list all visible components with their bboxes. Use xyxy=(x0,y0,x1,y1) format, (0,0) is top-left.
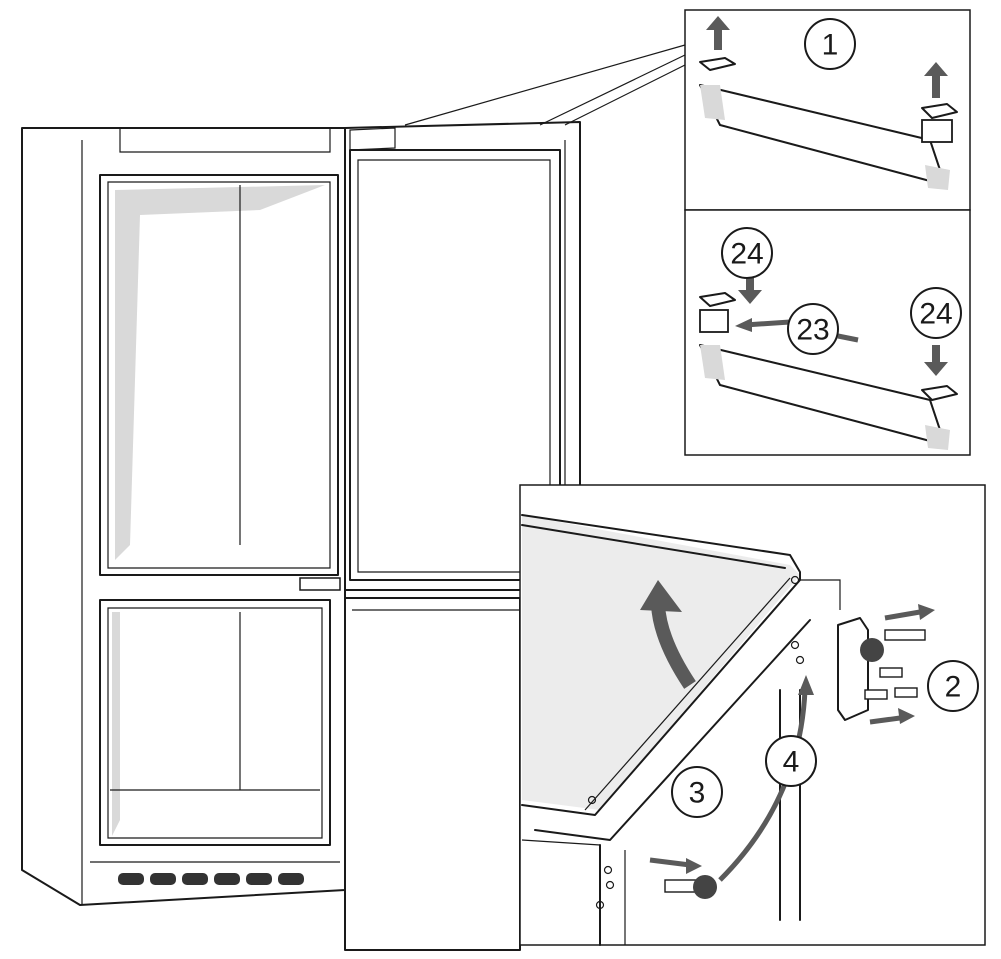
callout-2: 2 xyxy=(927,660,979,712)
callout-3: 3 xyxy=(671,766,723,818)
callout-2-label: 2 xyxy=(945,671,962,704)
callout-23-label: 23 xyxy=(796,314,829,347)
callout-24-right-label: 24 xyxy=(919,298,952,331)
hinge-detail-panel xyxy=(519,484,986,946)
callout-4: 4 xyxy=(765,735,817,787)
callout-24-left-label: 24 xyxy=(730,238,763,271)
callout-4-label: 4 xyxy=(783,746,800,779)
top-inset-panel xyxy=(404,9,971,211)
callout-1: 1 xyxy=(804,18,856,70)
callout-1-label: 1 xyxy=(822,29,839,62)
callout-24-right: 24 xyxy=(910,287,962,339)
plinth-vents xyxy=(118,873,304,885)
callout-3-label: 3 xyxy=(689,777,706,810)
callout-23: 23 xyxy=(787,303,839,355)
callout-24-left: 24 xyxy=(721,227,773,279)
fridge-illustration xyxy=(21,127,346,906)
